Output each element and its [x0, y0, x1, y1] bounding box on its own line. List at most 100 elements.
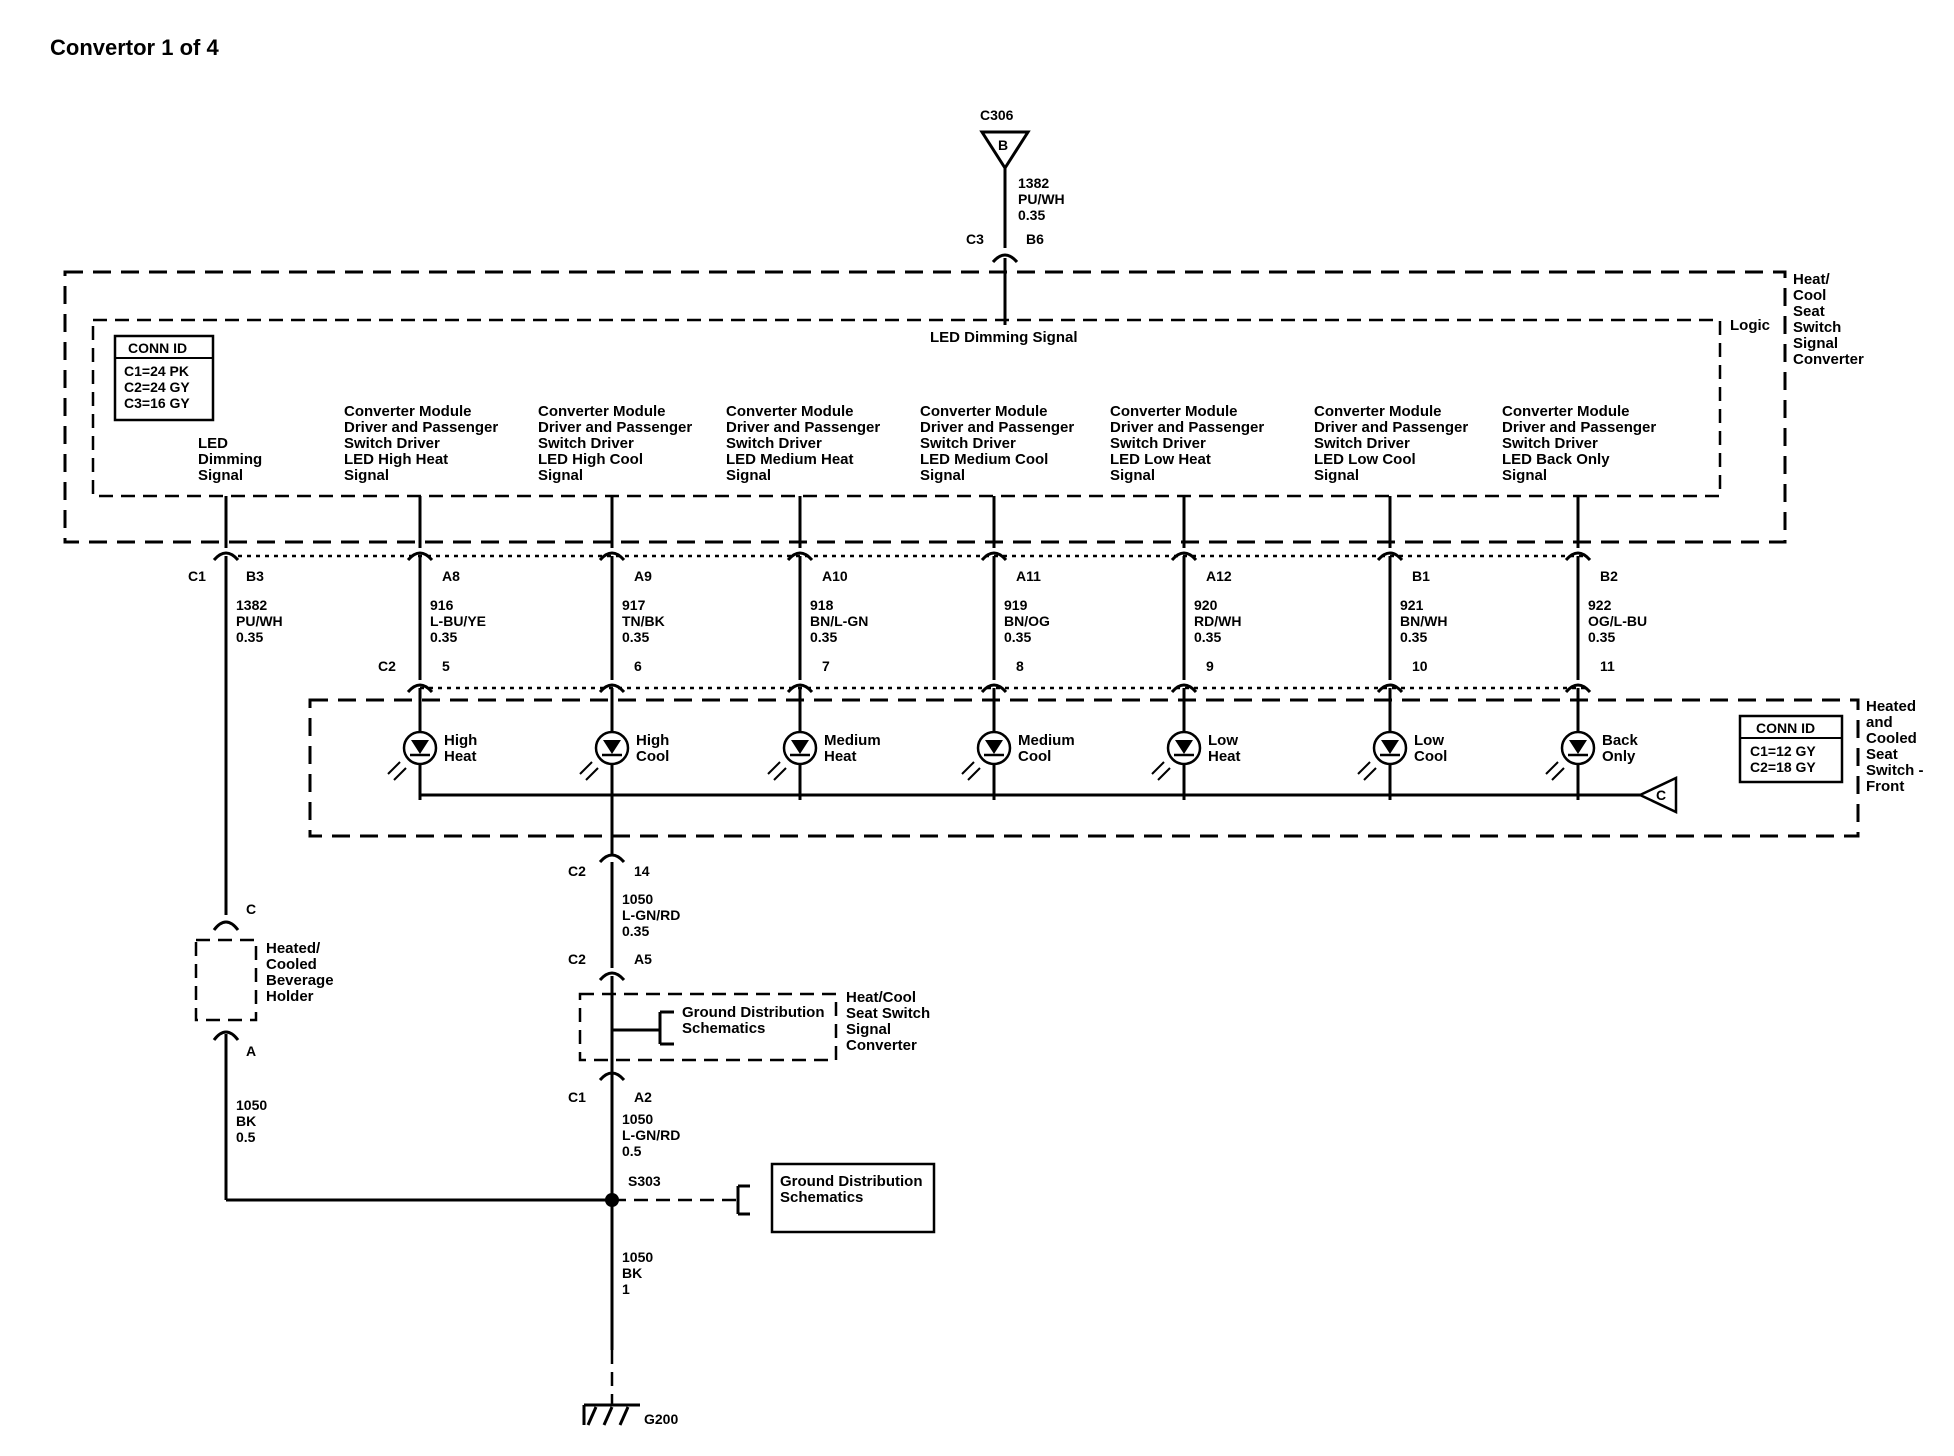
- channel-wire-info: TN/BK: [622, 613, 665, 629]
- svg-text:Holder: Holder: [266, 988, 314, 1005]
- led-icon: [767, 730, 818, 781]
- channel-label: Switch Driver: [1502, 435, 1598, 452]
- svg-text:CONN ID: CONN ID: [1756, 720, 1815, 736]
- svg-text:Schematics: Schematics: [682, 1020, 765, 1037]
- channel-pin: A11: [1016, 568, 1041, 584]
- svg-text:Heated/: Heated/: [266, 940, 321, 957]
- channel-label: Signal: [538, 467, 583, 484]
- svg-text:C1: C1: [568, 1089, 586, 1105]
- svg-text:Seat: Seat: [1866, 746, 1898, 763]
- channel-wire-info: 921: [1400, 597, 1424, 613]
- led-dimming-label: LED Dimming Signal: [930, 329, 1078, 346]
- svg-text:Converter: Converter: [1793, 351, 1864, 368]
- channel-c2-pin: 6: [634, 658, 642, 674]
- channel-label: Converter Module: [538, 403, 666, 420]
- svg-text:Signal: Signal: [198, 467, 243, 484]
- channel-label: Switch Driver: [920, 435, 1016, 452]
- svg-text:1050: 1050: [622, 1111, 653, 1127]
- svg-text:Switch -: Switch -: [1866, 762, 1924, 779]
- channel-label: Switch Driver: [726, 435, 822, 452]
- svg-text:L-GN/RD: L-GN/RD: [622, 907, 680, 923]
- channel-label: Signal: [1502, 467, 1547, 484]
- svg-text:C2: C2: [568, 951, 586, 967]
- channel-label: Driver and Passenger: [1110, 419, 1264, 436]
- svg-text:Seat Switch: Seat Switch: [846, 1005, 930, 1022]
- led-icon: [387, 730, 438, 781]
- led-icon: [961, 730, 1012, 781]
- conn-id-switch: CONN ID C1=12 GY C2=18 GY: [1738, 714, 1844, 784]
- channel-label: Converter Module: [726, 403, 854, 420]
- conn-id-module: CONN ID C1=24 PK C2=24 GY C3=16 GY: [113, 334, 215, 422]
- channel-label: Driver and Passenger: [726, 419, 880, 436]
- led-label: High: [636, 732, 669, 749]
- svg-text:C2=18 GY: C2=18 GY: [1750, 759, 1816, 775]
- switch-name: Heated and Cooled Seat Switch - Front: [1866, 698, 1924, 795]
- svg-text:A2: A2: [634, 1089, 652, 1105]
- svg-text:C2=24 GY: C2=24 GY: [124, 379, 190, 395]
- led-label: Back: [1602, 732, 1639, 749]
- led-label: High: [444, 732, 477, 749]
- channel-label: LED Medium Heat: [726, 451, 854, 468]
- channel-label: Signal: [344, 467, 389, 484]
- top-wire-gauge: 0.35: [1018, 207, 1045, 223]
- svg-text:LED: LED: [198, 435, 228, 452]
- svg-text:1050: 1050: [622, 1249, 653, 1265]
- led-label: Only: [1602, 748, 1636, 765]
- channel-label: Driver and Passenger: [920, 419, 1074, 436]
- logic-inner-box: [91, 318, 1722, 498]
- channel-label: Switch Driver: [538, 435, 634, 452]
- switch-c2-label: C2: [378, 658, 396, 674]
- svg-text:Switch: Switch: [1793, 319, 1841, 336]
- svg-text:BK: BK: [622, 1265, 642, 1281]
- svg-text:Heated: Heated: [1866, 698, 1916, 715]
- channel-label: Signal: [726, 467, 771, 484]
- channel-c2-pin: 8: [1016, 658, 1024, 674]
- switch-ref-triangle: [1637, 776, 1678, 814]
- led-icon: [1545, 730, 1596, 781]
- svg-text:1382: 1382: [236, 597, 267, 613]
- svg-text:Heat/: Heat/: [1793, 271, 1831, 288]
- left-branch: C1 B3 1382 PU/WH 0.35 C Heated/ Cooled B…: [188, 496, 612, 1202]
- svg-text:Signal: Signal: [1793, 335, 1838, 352]
- led-label: Medium: [824, 732, 881, 749]
- svg-text:Front: Front: [1866, 778, 1904, 795]
- channel-wire-info: 0.35: [1004, 629, 1031, 645]
- channel-c2-pin: 5: [442, 658, 450, 674]
- channel-label: Signal: [1314, 467, 1359, 484]
- svg-text:0.35: 0.35: [622, 923, 649, 939]
- top-wire-number: 1382: [1018, 175, 1049, 191]
- svg-text:and: and: [1866, 714, 1893, 731]
- svg-text:S303: S303: [628, 1173, 661, 1189]
- svg-text:Ground Distribution: Ground Distribution: [780, 1173, 922, 1190]
- svg-text:Signal: Signal: [846, 1021, 891, 1038]
- svg-text:C3=16 GY: C3=16 GY: [124, 395, 190, 411]
- channel-label: Signal: [1110, 467, 1155, 484]
- channel-label: Converter Module: [1110, 403, 1238, 420]
- svg-text:Ground Distribution: Ground Distribution: [682, 1004, 824, 1021]
- svg-text:A: A: [246, 1043, 256, 1059]
- channel-label: Converter Module: [1314, 403, 1442, 420]
- svg-text:C1: C1: [188, 568, 206, 584]
- channel-wire-info: RD/WH: [1194, 613, 1241, 629]
- svg-text:CONN ID: CONN ID: [128, 340, 187, 356]
- channel-wire-info: 916: [430, 597, 454, 613]
- channel-wire-info: 0.35: [430, 629, 457, 645]
- channel-label: Driver and Passenger: [344, 419, 498, 436]
- led-label: Heat: [1208, 748, 1241, 765]
- svg-text:L-GN/RD: L-GN/RD: [622, 1127, 680, 1143]
- svg-text:Beverage: Beverage: [266, 972, 334, 989]
- svg-text:A5: A5: [634, 951, 652, 967]
- svg-text:BK: BK: [236, 1113, 256, 1129]
- top-wire-color: PU/WH: [1018, 191, 1065, 207]
- channel-wire-info: BN/L-GN: [810, 613, 868, 629]
- svg-text:B3: B3: [246, 568, 264, 584]
- channel-label: Switch Driver: [344, 435, 440, 452]
- channel-pin: B2: [1600, 568, 1618, 584]
- channel-label: LED High Heat: [344, 451, 448, 468]
- top-conn-c3: C3: [966, 231, 984, 247]
